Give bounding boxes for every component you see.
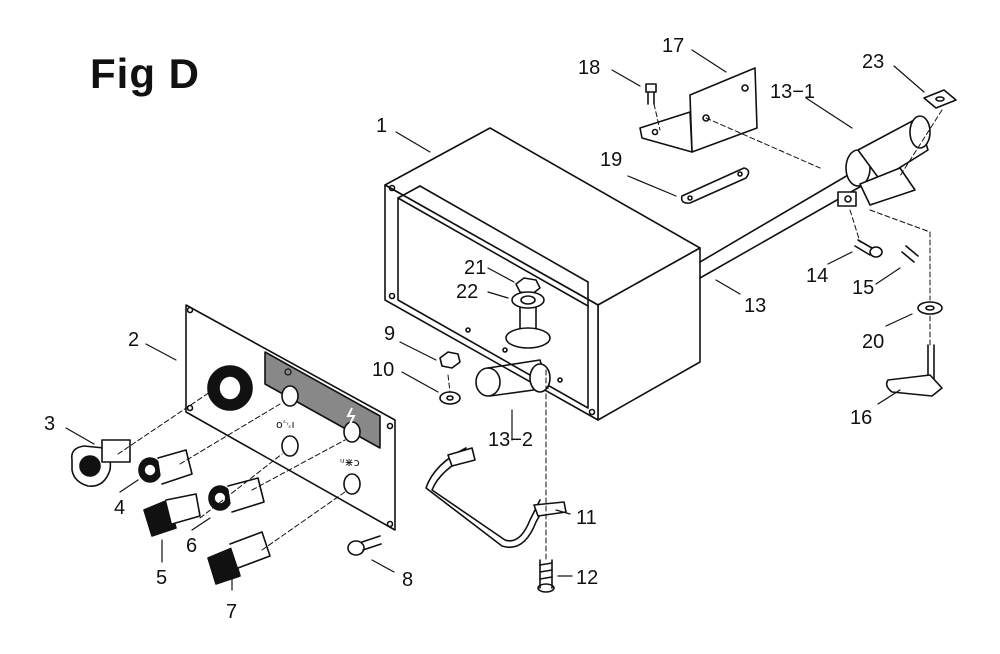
callout-3: 3: [44, 413, 55, 435]
callout-10: 10: [372, 359, 394, 381]
selector-switch-5: [143, 493, 201, 537]
callout-15: 15: [852, 277, 874, 299]
flat-washer: [439, 391, 461, 405]
callout-21: 21: [464, 257, 486, 279]
carry-handle: [425, 447, 567, 548]
callout-11: 11: [576, 507, 597, 529]
cable-fitting: [475, 359, 551, 397]
hex-nut: [439, 351, 461, 369]
rotary-knob: [70, 439, 131, 487]
selector-switch-7: [207, 531, 271, 585]
pushbutton-switch-4: [138, 449, 193, 485]
callout-8: 8: [402, 569, 413, 591]
callout-16: 16: [850, 407, 872, 429]
panel-screw: [347, 535, 382, 556]
callout-9: 9: [384, 323, 395, 345]
control-box: [384, 127, 701, 421]
callout-13: 13: [744, 295, 766, 317]
mounting-bracket: [639, 67, 758, 153]
front-panel: [185, 304, 396, 531]
mode-symbol-icon: ᵘ⋇ɔ: [340, 456, 360, 469]
callout-6: 6: [186, 535, 197, 557]
lock-lever: [885, 344, 943, 397]
callout-1: 1: [376, 115, 387, 137]
round-washer: [917, 301, 943, 315]
arm-clamp: [837, 115, 931, 207]
callout-13-1: 13−1: [770, 81, 815, 103]
figure-title: Fig D: [90, 50, 200, 97]
bracket-screw: [645, 83, 657, 105]
pushbutton-switch-6: [208, 477, 265, 513]
panel-symbols: o␂ı ᵘ⋇ɔ: [276, 368, 360, 469]
callout-18: 18: [578, 57, 600, 79]
lightning-icon: [346, 407, 356, 425]
callout-17: 17: [662, 35, 684, 57]
on-off-symbol-icon: o␂ı: [276, 418, 295, 431]
assembly-lines: [117, 103, 943, 561]
clamp-screw: [854, 239, 883, 258]
callout-20: 20: [862, 331, 884, 353]
callout-14: 14: [806, 265, 828, 287]
center-bolt: [505, 277, 551, 349]
square-washer: [923, 89, 957, 109]
callout-13-2: 13−2: [488, 429, 533, 451]
callout-4: 4: [114, 497, 125, 519]
strap-plate: [680, 167, 750, 204]
handle-screw: [537, 559, 555, 593]
set-screw: [901, 245, 919, 263]
callout-19: 19: [600, 149, 622, 171]
indicator-dot-icon: [284, 368, 292, 376]
callout-22: 22: [456, 281, 478, 303]
callout-12: 12: [576, 567, 598, 589]
callout-7: 7: [226, 601, 237, 623]
callout-23: 23: [862, 51, 884, 73]
callout-labels: 1 2 3 4 5 6 7 8 9 10 11 12 13 13−1 13−2 …: [44, 35, 884, 623]
callout-2: 2: [128, 329, 139, 351]
callout-5: 5: [156, 567, 167, 589]
leader-lines: [65, 49, 925, 591]
